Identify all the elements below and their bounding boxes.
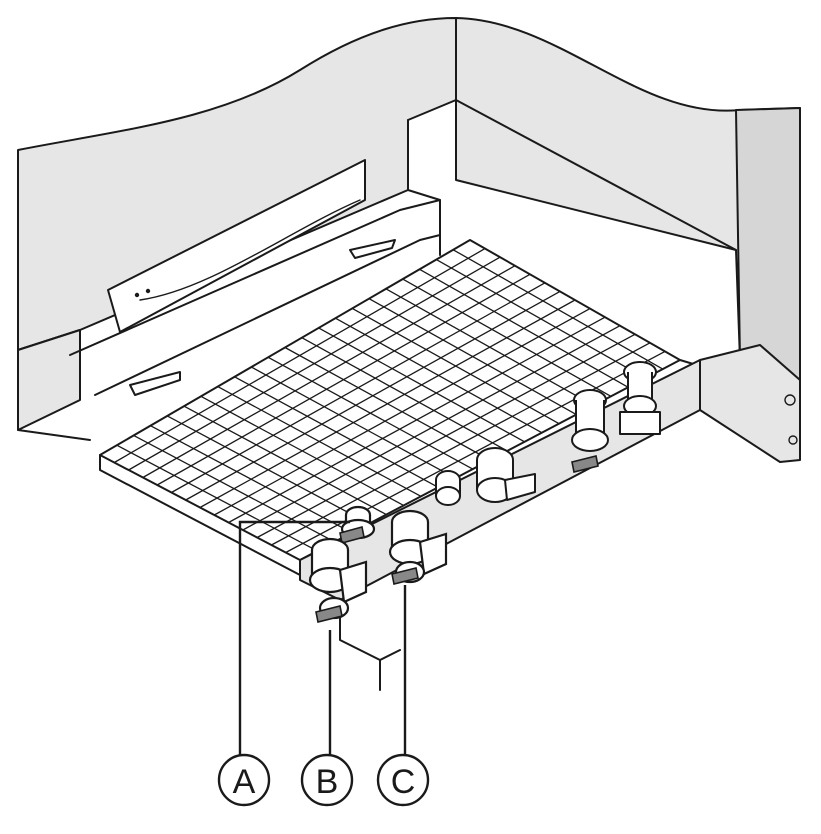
grille-bars: [113, 248, 666, 554]
rear-fittings: [435, 361, 661, 506]
grille-bar: [171, 282, 546, 494]
grille-bar: [199, 299, 576, 509]
leader-line-a: [238, 520, 350, 755]
callout-c-circle: [376, 753, 430, 807]
right-bracket: [699, 344, 801, 463]
grille-bar: [256, 333, 636, 539]
callout-b-label: B: [316, 763, 339, 801]
callout-b-circle: [300, 753, 354, 807]
callout-b: B: [300, 753, 354, 807]
fitting-valve-2: [571, 389, 609, 473]
valve-a: [339, 505, 376, 544]
grille-bar: [128, 256, 501, 471]
grille-bar: [185, 290, 561, 501]
valve-c: [388, 509, 448, 585]
fitting-union: [476, 447, 536, 503]
fitting-cap: [435, 470, 461, 506]
grille-bar: [242, 325, 621, 531]
callout-a-circle: [217, 753, 271, 807]
grille-bar: [113, 248, 486, 464]
valve-b-handle: [315, 605, 343, 623]
callout-a: A: [217, 753, 271, 807]
grille-bar: [271, 342, 651, 546]
callout-c-label: C: [391, 763, 416, 801]
valve-c-handle: [391, 567, 419, 585]
callout-c: C: [376, 753, 430, 807]
fitting-valve-1: [619, 361, 661, 435]
callout-a-label: A: [233, 763, 256, 801]
valve-a-handle: [339, 526, 365, 544]
grille-bar: [142, 265, 516, 479]
housing-inner-side: [735, 107, 801, 381]
grille-bar: [228, 316, 606, 524]
display-recess: [107, 159, 366, 333]
grille-bar: [213, 308, 591, 516]
grille-bar: [156, 273, 531, 486]
housing-lower-left: [17, 329, 81, 431]
valve-b: [308, 537, 368, 623]
boiler-housing: [17, 17, 801, 441]
